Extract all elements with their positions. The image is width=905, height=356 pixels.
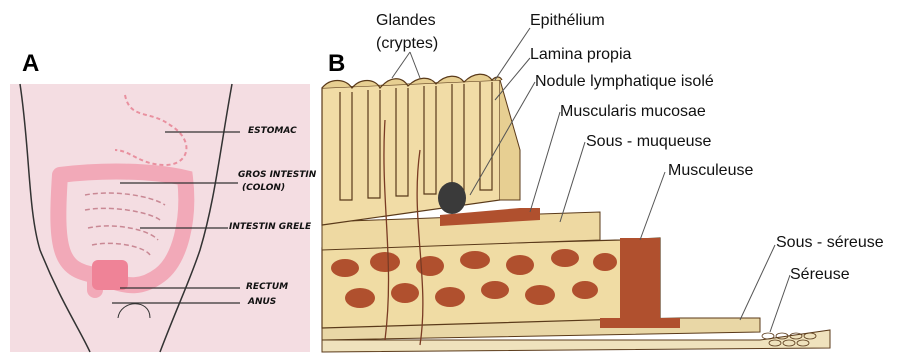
muscle-strip-lower [600, 318, 680, 328]
label-sous-muqueuse: Sous - muqueuse [586, 133, 711, 151]
label-epithelium: Epithélium [530, 12, 605, 30]
label-nodule: Nodule lymphatique isolé [535, 73, 714, 91]
label-sous-sereuse: Sous - séreuse [776, 234, 884, 252]
lymphatic-nodule [438, 182, 466, 214]
label-lamina-propia: Lamina propia [530, 46, 631, 64]
label-sereuse: Séreuse [790, 266, 850, 284]
label-muscularis-mucosae: Muscularis mucosae [560, 103, 706, 121]
muscularis-edge [620, 238, 660, 318]
mucosa-side [500, 80, 520, 200]
label-glandes: Glandes [376, 12, 436, 30]
label-musculeuse: Musculeuse [668, 162, 753, 180]
label-cryptes: (cryptes) [376, 35, 438, 53]
mucosa-block [322, 80, 500, 225]
